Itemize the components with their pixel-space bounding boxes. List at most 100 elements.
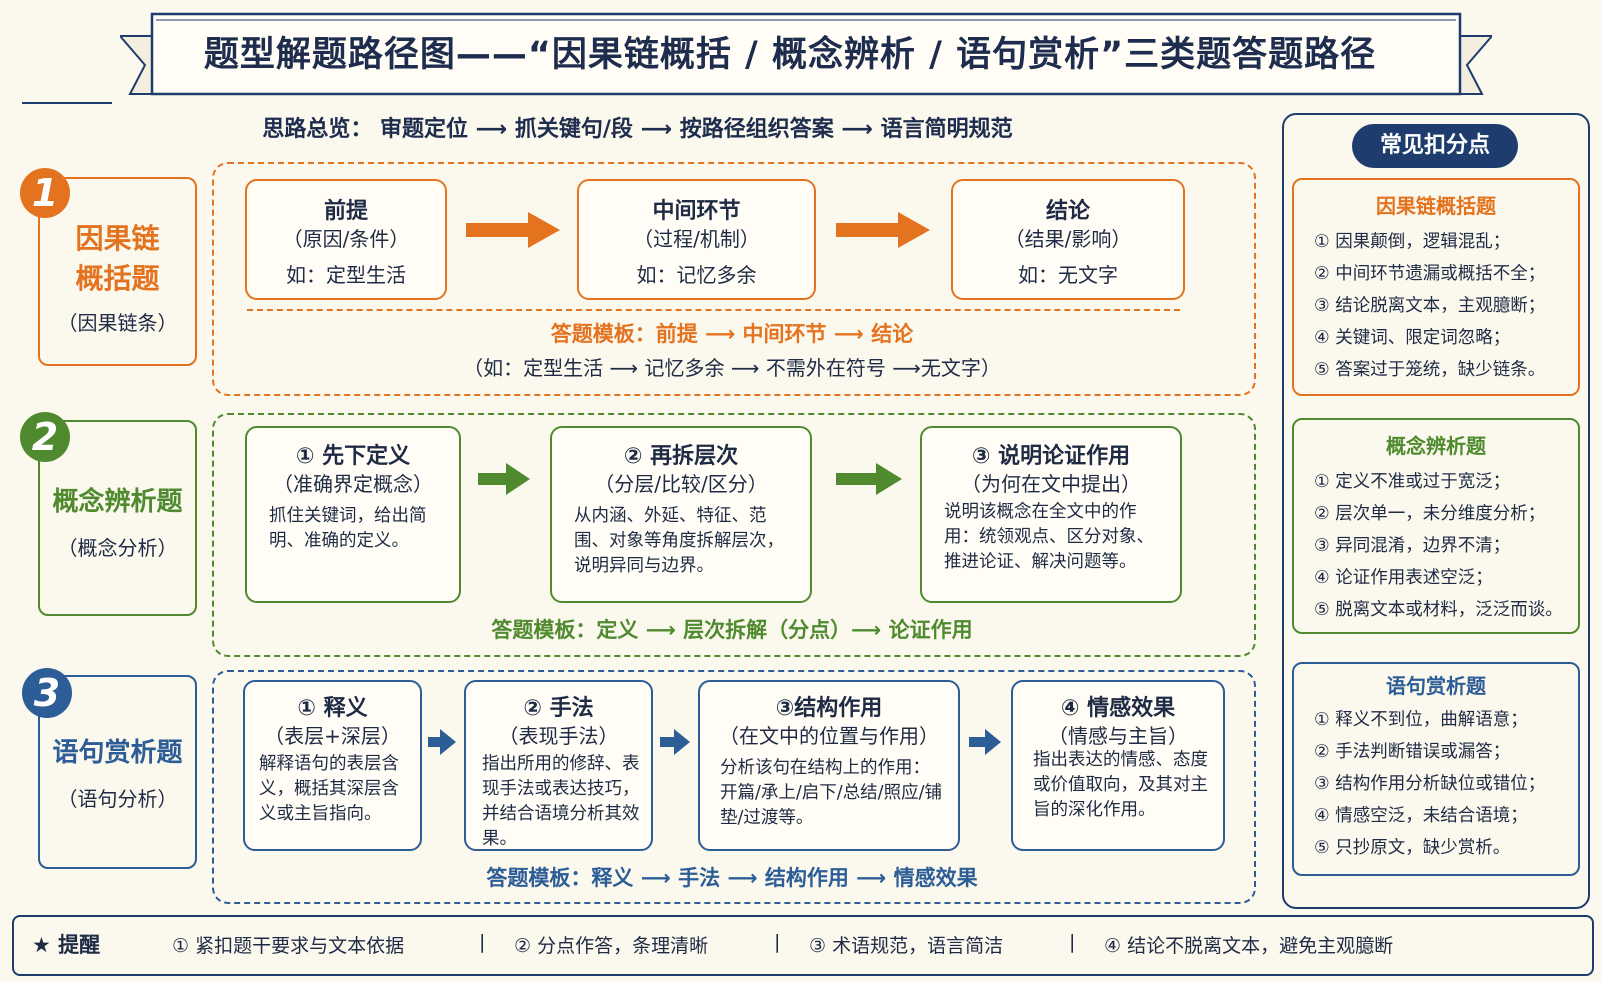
- section2-arrow-1: [478, 463, 530, 495]
- step-example: 如：定型生活: [286, 263, 406, 287]
- deduction-item: ⑤ 脱离文本或材料，泛泛而谈。: [1314, 600, 1563, 620]
- deduction-item: ⑤ 只抄原文，缺少赏析。: [1314, 838, 1511, 858]
- step-subtitle: （表层+深层）: [264, 724, 401, 748]
- section1-example: （如：定型生活 ⟶ 记忆多余 ⟶ 不需外在符号 ⟶无文字）: [463, 356, 1001, 380]
- section1-number-badge: 1: [20, 168, 70, 218]
- section1-title-line1: 因果链: [75, 222, 160, 255]
- section3-subtitle: （语句分析）: [57, 787, 178, 811]
- deduction-group-concept: 概念辨析题 ① 定义不准或过于宽泛； ② 层次单一，未分维度分析； ③ 异同混淆…: [1292, 418, 1580, 634]
- deduction-item: ① 定义不准或过于宽泛；: [1314, 472, 1511, 492]
- section1-container: [212, 162, 1256, 396]
- step-title: ② 再拆层次: [623, 444, 739, 469]
- deduction-group-causal: 因果链概括题 ① 因果颠倒，逻辑混乱； ② 中间环节遗漏或概括不全； ③ 结论脱…: [1292, 178, 1580, 396]
- section3-arrow-2: [660, 729, 690, 755]
- step-subtitle: （情感与主旨）: [1048, 724, 1188, 748]
- step-example: 如：无文字: [1018, 263, 1118, 287]
- reminder-tip: ② 分点作答，条理清晰: [514, 935, 709, 957]
- reminder-label: ★ 提醒: [32, 933, 101, 957]
- section3-step-emotion: ④ 情感效果 （情感与主旨） 指出表达的情感、态度或价值取向，及其对主旨的深化作…: [1011, 680, 1225, 851]
- title-banner: [120, 12, 1492, 96]
- step-title: ③ 说明论证作用: [971, 444, 1131, 469]
- section3-container: [212, 670, 1256, 904]
- step-body: 指出表达的情感、态度或价值取向，及其对主旨的深化作用。: [1033, 750, 1208, 820]
- deduction-item: ⑤ 答案过于笼统，缺少链条。: [1314, 360, 1546, 380]
- step-title: 结论: [1045, 199, 1090, 224]
- section2-subtitle: （概念分析）: [57, 536, 178, 560]
- section3-tag: 语句赏析题 （语句分析）: [38, 675, 197, 869]
- section2-step-layers: ② 再拆层次 （分层/比较/区分） 从内涵、外延、特征、范围、对象等角度拆解层次…: [550, 426, 812, 603]
- decorative-line: [22, 102, 112, 104]
- step-title: 中间环节: [652, 199, 741, 224]
- section2-tag: 概念辨析题 （概念分析）: [38, 420, 197, 616]
- step-body: 解释语句的表层含义，概括其深层含义或主旨指向。: [259, 754, 399, 824]
- section1-step-premise: 前提 （原因/条件） 如：定型生活: [245, 179, 447, 300]
- reminder-separator: |: [774, 931, 781, 953]
- step-subtitle: （准确界定概念）: [273, 472, 433, 496]
- deduction-item: ④ 情感空泛，未结合语境；: [1314, 806, 1528, 826]
- deduction-item: ① 释义不到位，曲解语意；: [1314, 710, 1528, 730]
- section3-step-structure: ③结构作用 （在文中的位置与作用） 分析该句在结构上的作用：开篇/承上/启下/总…: [698, 680, 960, 851]
- deduction-item: ④ 论证作用表述空泛；: [1314, 568, 1493, 588]
- section2-template: 答题模板：定义 ⟶ 层次拆解（分点）⟶ 论证作用: [491, 618, 973, 642]
- section2-number-badge: 2: [20, 412, 70, 462]
- step-body: 抓住关键词，给出简明、准确的定义。: [269, 506, 427, 551]
- section3-title: 语句赏析题: [52, 738, 183, 768]
- step-subtitle: （为何在文中提出）: [961, 472, 1141, 496]
- deduction-item: ② 中间环节遗漏或概括不全；: [1314, 264, 1546, 284]
- section2-arrow-2: [836, 463, 902, 495]
- reminder-separator: |: [479, 931, 486, 953]
- section1-title-line2: 概括题: [75, 262, 160, 295]
- overview-line: 思路总览： 审题定位 ⟶ 抓关键句/段 ⟶ 按路径组织答案 ⟶ 语言简明规范: [262, 117, 1013, 142]
- section3-arrow-1: [428, 729, 456, 755]
- step-subtitle: （结果/影响）: [1004, 227, 1132, 251]
- section2-step-argument: ③ 说明论证作用 （为何在文中提出） 说明该概念在全文中的作用：统领观点、区分对…: [920, 426, 1182, 603]
- step-example: 如：记忆多余: [636, 263, 757, 287]
- step-subtitle: （在文中的位置与作用）: [719, 724, 939, 748]
- section1-step-conclusion: 结论 （结果/影响） 如：无文字: [951, 179, 1185, 300]
- deduction-points-header: 常见扣分点: [1352, 124, 1518, 168]
- step-subtitle: （表现手法）: [498, 724, 619, 748]
- section1-arrow-1: [466, 212, 560, 248]
- deduction-group-title: 因果链概括题: [1376, 194, 1496, 218]
- deduction-item: ③ 异同混淆，边界不清；: [1314, 536, 1511, 556]
- step-title: ③结构作用: [775, 696, 883, 721]
- reminder-tip: ① 紧扣题干要求与文本依据: [172, 935, 405, 957]
- deduction-points-panel: [1282, 113, 1590, 909]
- section1-subtitle: （因果链条）: [57, 311, 178, 335]
- step-subtitle: （分层/比较/区分）: [594, 472, 768, 496]
- deduction-item: ② 手法判断错误或漏答；: [1314, 742, 1511, 762]
- reminder-tip: ④ 结论不脱离文本，避免主观臆断: [1104, 935, 1394, 957]
- step-title: ② 手法: [523, 696, 594, 721]
- step-subtitle: （过程/机制）: [633, 227, 760, 251]
- section1-step-middle: 中间环节 （过程/机制） 如：记忆多余: [577, 179, 816, 300]
- step-body: 分析该句在结构上的作用：开篇/承上/启下/总结/照应/铺垫/过渡等。: [720, 758, 942, 828]
- step-subtitle: （原因/条件）: [282, 227, 410, 251]
- section3-number-badge: 3: [22, 668, 72, 718]
- section2-step-definition: ① 先下定义 （准确界定概念） 抓住关键词，给出简明、准确的定义。: [245, 426, 461, 603]
- section3-arrow-3: [969, 729, 1001, 755]
- deduction-group-title: 语句赏析题: [1386, 674, 1486, 698]
- step-body: 指出所用的修辞、表现手法或表达技巧，并结合语境分析其效果。: [482, 754, 640, 849]
- section2-title: 概念辨析题: [52, 487, 183, 517]
- deduction-group-title: 概念辨析题: [1386, 434, 1486, 458]
- deduction-item: ③ 结论脱离文本，主观臆断；: [1314, 296, 1546, 316]
- deduction-item: ③ 结构作用分析缺位或错位；: [1314, 774, 1546, 794]
- section1-divider: [247, 309, 1180, 311]
- step-title: ① 先下定义: [295, 444, 411, 469]
- section3-step-technique: ② 手法 （表现手法） 指出所用的修辞、表现手法或表达技巧，并结合语境分析其效果…: [464, 680, 653, 851]
- deduction-item: ② 层次单一，未分维度分析；: [1314, 504, 1546, 524]
- step-title: ① 释义: [297, 696, 368, 721]
- step-body: 从内涵、外延、特征、范围、对象等角度拆解层次，说明异同与边界。: [574, 506, 784, 576]
- section2-container: [212, 413, 1256, 657]
- deduction-item: ④ 关键词、限定词忽略；: [1314, 328, 1511, 348]
- section3-template: 答题模板：释义 ⟶ 手法 ⟶ 结构作用 ⟶ 情感效果: [486, 866, 978, 890]
- deduction-item: ① 因果颠倒，逻辑混乱；: [1314, 232, 1511, 252]
- reminder-tip: ③ 术语规范，语言简洁: [809, 935, 1004, 957]
- deduction-group-sentence: 语句赏析题 ① 释义不到位，曲解语意； ② 手法判断错误或漏答； ③ 结构作用分…: [1292, 662, 1580, 876]
- step-body: 说明该概念在全文中的作用：统领观点、区分对象、推进论证、解决问题等。: [944, 502, 1154, 572]
- page-title: 题型解题路径图——“因果链概括 / 概念辨析 / 语句赏析”三类题答题路径: [203, 35, 1377, 75]
- step-title: ④ 情感效果: [1060, 696, 1176, 721]
- reminder-bar: ★ 提醒 ① 紧扣题干要求与文本依据 | ② 分点作答，条理清晰 | ③ 术语规…: [12, 915, 1594, 976]
- step-title: 前提: [323, 199, 368, 224]
- section1-arrow-2: [836, 212, 930, 248]
